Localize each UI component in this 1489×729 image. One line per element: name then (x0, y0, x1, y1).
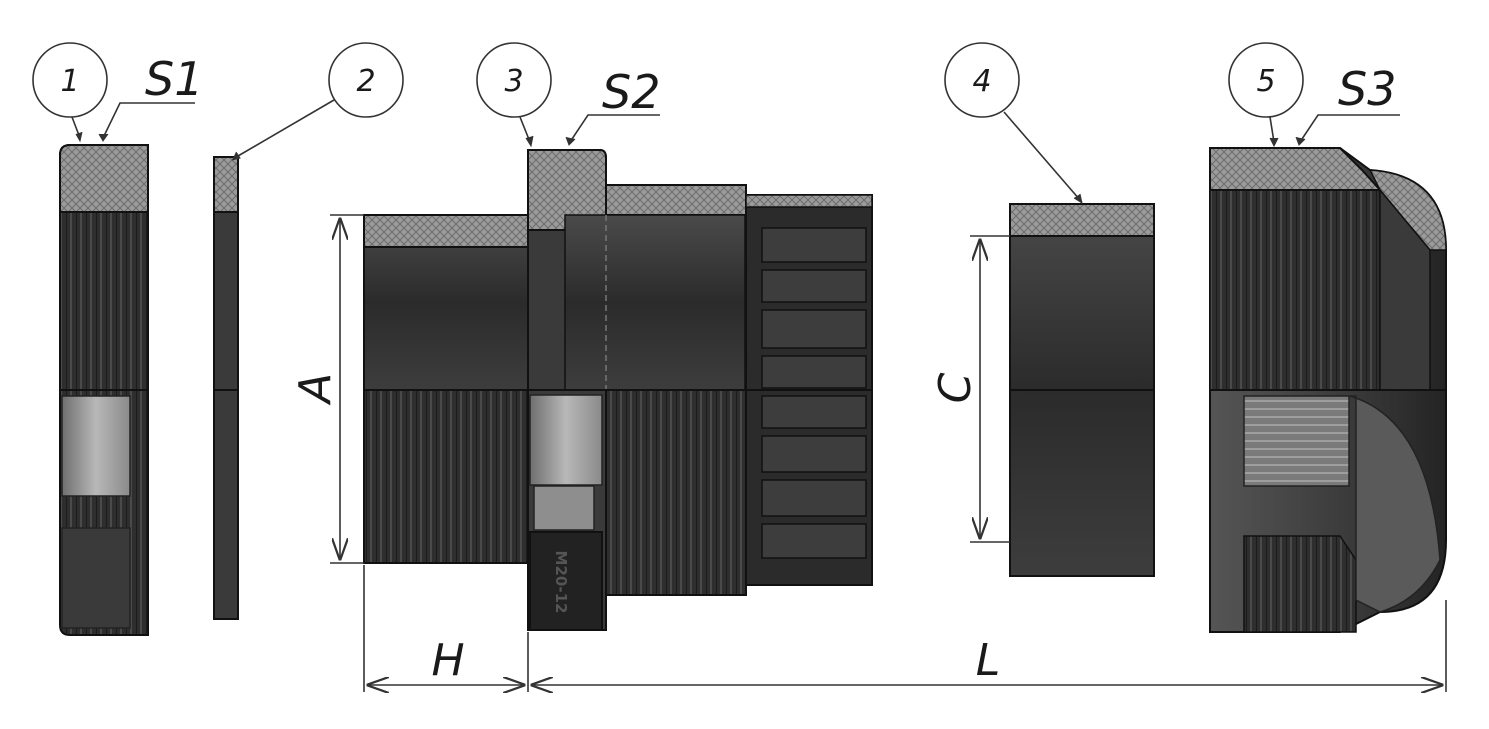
callout-2: 2 (231, 42, 404, 161)
dimension-l: L (532, 600, 1447, 692)
part-3-body: M20-12 (363, 149, 873, 631)
dimension-h: H (363, 565, 529, 692)
callout-2-number: 2 (356, 64, 375, 99)
part-5-cap-nut (1209, 147, 1447, 633)
callout-3-number: 3 (504, 64, 523, 99)
dimension-label-l: L (976, 635, 1001, 686)
callout-5-number: 5 (1256, 64, 1275, 99)
dimension-label-h: H (431, 635, 464, 686)
part-1-locknut (59, 144, 149, 636)
part-2-washer (213, 156, 239, 620)
surface-label-s1: S1 (145, 52, 203, 106)
callout-4-number: 4 (972, 64, 991, 99)
callout-4: 4 (944, 42, 1083, 205)
dimension-label-c: C (930, 372, 981, 403)
surface-label-s3: S3 (1338, 62, 1396, 116)
callout-1: 1 S1 (32, 42, 203, 143)
callout-5: 5 S3 (1228, 42, 1400, 148)
callout-3: 3 S2 (476, 42, 660, 148)
dimension-label-a: A (290, 373, 341, 406)
dimension-c: C (930, 235, 1010, 543)
callout-1-number: 1 (60, 64, 79, 99)
surface-label-s2: S2 (602, 65, 660, 119)
dimension-a: A (290, 214, 364, 564)
part-4-seal-insert (1009, 203, 1155, 577)
size-marking: M20-12 (552, 551, 570, 614)
